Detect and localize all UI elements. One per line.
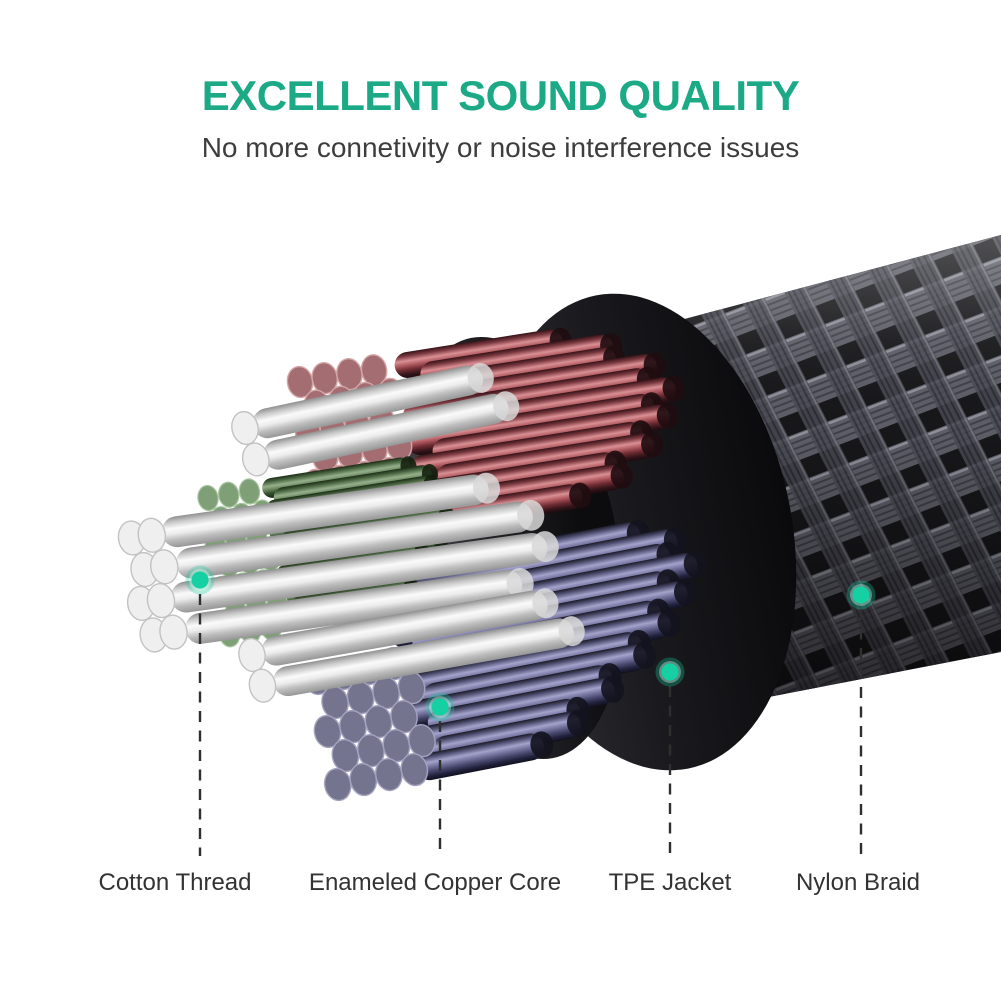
callout-dot-nylon-braid — [846, 580, 876, 610]
wire-bundles-graphic — [117, 327, 707, 802]
callout-label-enameled-copper-core: Enameled Copper Core — [308, 869, 562, 896]
callout-lines — [198, 594, 863, 856]
callout-label-tpe-jacket: TPE Jacket — [608, 869, 732, 896]
callout-dot-enameled-copper-core — [425, 692, 455, 722]
callout-label-nylon-braid: Nylon Braid — [795, 869, 921, 896]
callout-dot-cotton-thread — [185, 565, 215, 595]
callout-label-cotton-thread: Cotton Thread — [98, 869, 252, 896]
callout-dot-tpe-jacket — [655, 657, 685, 687]
page-subtitle: No more connetivity or noise interferenc… — [201, 132, 800, 163]
page-title: EXCELLENT SOUND QUALITY — [201, 72, 800, 119]
